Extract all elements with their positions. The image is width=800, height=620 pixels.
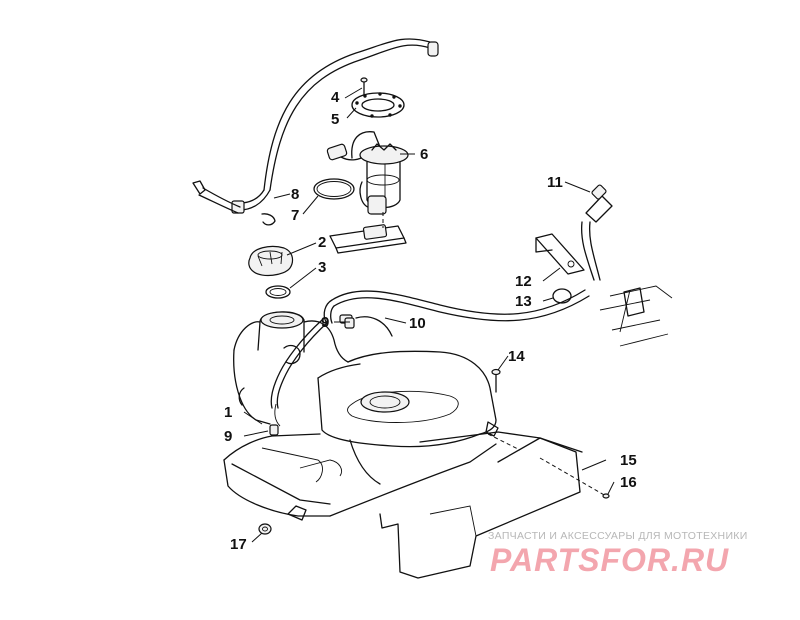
callout-10: 10 <box>409 315 426 332</box>
callout-9-tank: 9 <box>224 428 232 445</box>
filter-bracket <box>535 233 585 275</box>
gas-cap <box>248 245 294 277</box>
callout-13: 13 <box>515 293 532 310</box>
fuel-pump-assembly <box>326 131 409 215</box>
watermark-brand: PARTSFOR.RU <box>490 542 729 578</box>
cap-gasket <box>265 285 291 299</box>
leader-lines <box>243 87 615 543</box>
callout-17: 17 <box>230 536 247 553</box>
watermark-subtitle: ЗАПЧАСТИ И АКСЕССУАРЫ ДЛЯ МОТОТЕХНИКИ <box>488 530 748 542</box>
callout-3: 3 <box>318 259 326 276</box>
frame-section <box>599 285 673 347</box>
callout-7: 7 <box>291 207 299 224</box>
callout-11: 11 <box>547 174 563 191</box>
flange-gasket <box>351 92 405 118</box>
callout-12: 12 <box>515 273 532 290</box>
fuel-line-10 <box>238 289 590 409</box>
hose-fitting-9 <box>344 317 355 329</box>
callout-14: 14 <box>508 348 525 365</box>
callout-5: 5 <box>331 111 339 128</box>
callout-16: 16 <box>620 474 637 491</box>
screw-14 <box>491 368 501 393</box>
callout-labels: 1 2 3 4 5 6 7 8 9 9 10 11 12 13 14 15 16… <box>224 89 637 553</box>
nut-17 <box>258 523 272 535</box>
heat-shield <box>379 431 607 579</box>
vent-hose <box>192 38 439 226</box>
callout-8: 8 <box>291 186 299 203</box>
callout-1: 1 <box>224 404 232 421</box>
watermark: ЗАПЧАСТИ И АКСЕССУАРЫ ДЛЯ МОТОТЕХНИКИ PA… <box>488 530 748 578</box>
inline-fuel-filter <box>580 184 613 281</box>
o-ring-7 <box>313 178 355 200</box>
screw-4 <box>360 77 368 97</box>
callout-15: 15 <box>620 452 637 469</box>
callout-2: 2 <box>318 234 326 251</box>
callout-6: 6 <box>420 146 428 163</box>
fuel-tank <box>223 311 499 521</box>
callout-9-hose: 9 <box>321 314 329 331</box>
callout-4: 4 <box>331 89 340 106</box>
screw-16 <box>602 493 610 499</box>
fuel-sender-bracket <box>329 212 407 254</box>
hose-clamp-13 <box>552 288 572 304</box>
